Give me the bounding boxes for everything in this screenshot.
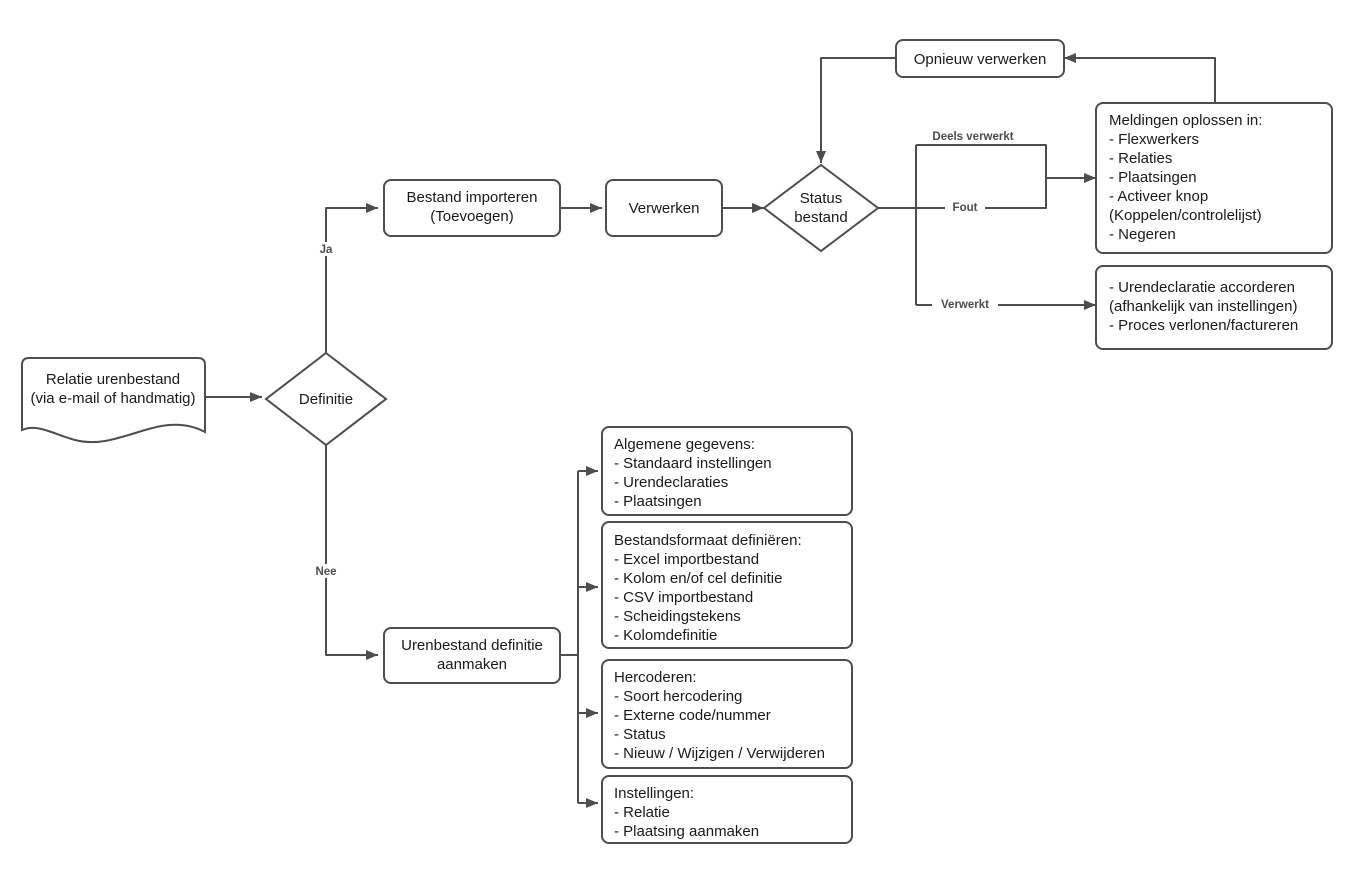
urendeclaratie-accorderen-line-0: - Urendeclaratie accorderen <box>1109 279 1295 296</box>
bestandsformaat-definieren-line-1: - Excel importbestand <box>614 551 759 568</box>
arrowhead-meldingen-to-opnieuw <box>1064 53 1076 63</box>
urendeclaratie-accorderen-line-2: - Proces verlonen/factureren <box>1109 317 1298 334</box>
arrowhead-import-to-verwerken <box>590 203 602 213</box>
bestand-importeren-line-1: (Toevoegen) <box>430 208 513 225</box>
meldingen-oplossen-line-4: - Activeer knop <box>1109 188 1208 205</box>
edge-label-ja: Ja <box>320 244 333 256</box>
status-bestand-line-1: bestand <box>794 209 847 226</box>
node-definitie[interactable]: Definitie <box>264 351 388 447</box>
urenbestand-definitie-aanmaken-shape <box>383 627 561 684</box>
arrowhead-verwerken-to-status <box>752 203 764 213</box>
edge-label-verwerkt: Verwerkt <box>941 299 989 311</box>
meldingen-oplossen-shape <box>1095 102 1333 254</box>
opnieuw-verwerken-shape <box>895 39 1065 78</box>
opnieuw-verwerken-label: Opnieuw verwerken <box>914 51 1047 68</box>
instellingen-line-2: - Plaatsing aanmaken <box>614 823 759 840</box>
urenbestand-definitie-aanmaken-line-1: aanmaken <box>437 656 507 673</box>
hercoderen-line-3: - Status <box>614 726 666 743</box>
meldingen-oplossen-line-6: - Negeren <box>1109 226 1176 243</box>
bestandsformaat-definieren-line-0: Bestandsformaat definiëren: <box>614 532 802 549</box>
node-urenbestand-definitie-aanmaken[interactable]: Urenbestand definitie aanmaken <box>383 627 561 684</box>
node-bestandsformaat-definieren[interactable]: Bestandsformaat definiëren: - Excel impo… <box>601 521 853 649</box>
definitie-label: Definitie <box>299 391 353 408</box>
node-bestand-importeren[interactable]: Bestand importeren (Toevoegen) <box>383 179 561 237</box>
instellingen-shape <box>601 775 853 844</box>
arrowhead-to-bestandsformaat <box>586 582 598 592</box>
meldingen-oplossen-line-2: - Relaties <box>1109 150 1172 167</box>
arrowhead-relatie-to-definitie <box>250 392 262 402</box>
node-meldingen-oplossen[interactable]: Meldingen oplossen in: - Flexwerkers - R… <box>1095 102 1333 254</box>
algemene-gegevens-line-2: - Urendeclaraties <box>614 474 728 491</box>
meldingen-oplossen-line-1: - Flexwerkers <box>1109 131 1199 148</box>
edge-label-nee: Nee <box>315 566 336 578</box>
bestandsformaat-definieren-line-4: - Scheidingstekens <box>614 608 741 625</box>
urendeclaratie-accorderen-line-1: (afhankelijk van instellingen) <box>1109 298 1297 315</box>
node-instellingen[interactable]: Instellingen: - Relatie - Plaatsing aanm… <box>601 775 853 844</box>
instellingen-line-1: - Relatie <box>614 804 670 821</box>
arrowhead-merge-to-meldingen <box>1084 173 1096 183</box>
algemene-gegevens-line-3: - Plaatsingen <box>614 493 702 510</box>
arrowhead-to-instellingen <box>586 798 598 808</box>
bestandsformaat-definieren-line-5: - Kolomdefinitie <box>614 627 717 644</box>
algemene-gegevens-shape <box>601 426 853 516</box>
edge-label-deels-verwerkt-bg <box>924 129 1023 143</box>
status-bestand-line-0: Status <box>800 190 843 207</box>
instellingen-line-0: Instellingen: <box>614 785 694 802</box>
meldingen-oplossen-line-5: (Koppelen/controlelijst) <box>1109 207 1262 224</box>
relatie-urenbestand-line-0: Relatie urenbestand <box>46 371 180 388</box>
edge-label-ja-bg <box>311 242 341 256</box>
definitie-shape <box>264 351 388 447</box>
relatie-urenbestand-line-1: (via e-mail of handmatig) <box>30 390 195 407</box>
node-hercoderen[interactable]: Hercoderen: - Soort hercodering - Extern… <box>601 659 853 769</box>
arrowhead-to-hercoderen <box>586 708 598 718</box>
node-status-bestand[interactable]: Status bestand <box>762 163 880 253</box>
bestandsformaat-definieren-shape <box>601 521 853 649</box>
edge-definitie-nee <box>325 445 378 656</box>
urenbestand-definitie-aanmaken-line-0: Urenbestand definitie <box>401 637 543 654</box>
verwerken-label: Verwerken <box>629 200 700 217</box>
meldingen-oplossen-line-3: - Plaatsingen <box>1109 169 1197 186</box>
edge-label-deels-verwerkt: Deels verwerkt <box>932 131 1013 143</box>
node-opnieuw-verwerken[interactable]: Opnieuw verwerken <box>895 39 1065 78</box>
arrowhead-definitie-nee <box>366 650 378 660</box>
arrowhead-verwerkt <box>1084 300 1096 310</box>
edge-labels-layer: Ja Nee Deels verwerkt Fout Verwerkt <box>308 129 1023 578</box>
node-urendeclaratie-accorderen[interactable]: - Urendeclaratie accorderen (afhankelijk… <box>1095 265 1333 350</box>
edge-meldingen-to-opnieuw <box>1064 57 1216 103</box>
bestandsformaat-definieren-line-2: - Kolom en/of cel definitie <box>614 570 782 587</box>
verwerken-shape <box>605 179 723 237</box>
hercoderen-line-2: - Externe code/nummer <box>614 707 771 724</box>
bestandsformaat-definieren-line-3: - CSV importbestand <box>614 589 753 606</box>
connectors-layer <box>205 53 1216 808</box>
edge-definitie-ja <box>325 207 378 353</box>
hercoderen-line-0: Hercoderen: <box>614 669 697 686</box>
hercoderen-line-4: - Nieuw / Wijzigen / Verwijderen <box>614 745 825 762</box>
hercoderen-shape <box>601 659 853 769</box>
arrowhead-opnieuw-to-status <box>816 151 826 163</box>
hercoderen-line-1: - Soort hercodering <box>614 688 742 705</box>
algemene-gegevens-line-1: - Standaard instellingen <box>614 455 772 472</box>
algemene-gegevens-line-0: Algemene gegevens: <box>614 436 755 453</box>
node-algemene-gegevens[interactable]: Algemene gegevens: - Standaard instellin… <box>601 426 853 516</box>
edge-deels-verwerkt <box>916 144 1047 178</box>
status-bestand-shape <box>762 163 880 253</box>
bestand-importeren-line-0: Bestand importeren <box>407 189 538 206</box>
arrowhead-to-algemene-gegevens <box>586 466 598 476</box>
relatie-urenbestand-shape <box>21 357 206 444</box>
edge-opnieuw-to-status <box>820 57 896 163</box>
edge-label-fout: Fout <box>953 202 978 214</box>
bestand-importeren-shape <box>383 179 561 237</box>
meldingen-oplossen-line-0: Meldingen oplossen in: <box>1109 112 1262 129</box>
edge-label-nee-bg <box>308 564 344 578</box>
edge-label-fout-bg <box>945 200 985 214</box>
edge-label-verwerkt-bg <box>932 297 998 311</box>
urendeclaratie-accorderen-shape <box>1095 265 1333 350</box>
node-verwerken[interactable]: Verwerken <box>605 179 723 237</box>
node-relatie-urenbestand[interactable]: Relatie urenbestand (via e-mail of handm… <box>21 357 206 444</box>
arrowhead-definitie-ja <box>366 203 378 213</box>
